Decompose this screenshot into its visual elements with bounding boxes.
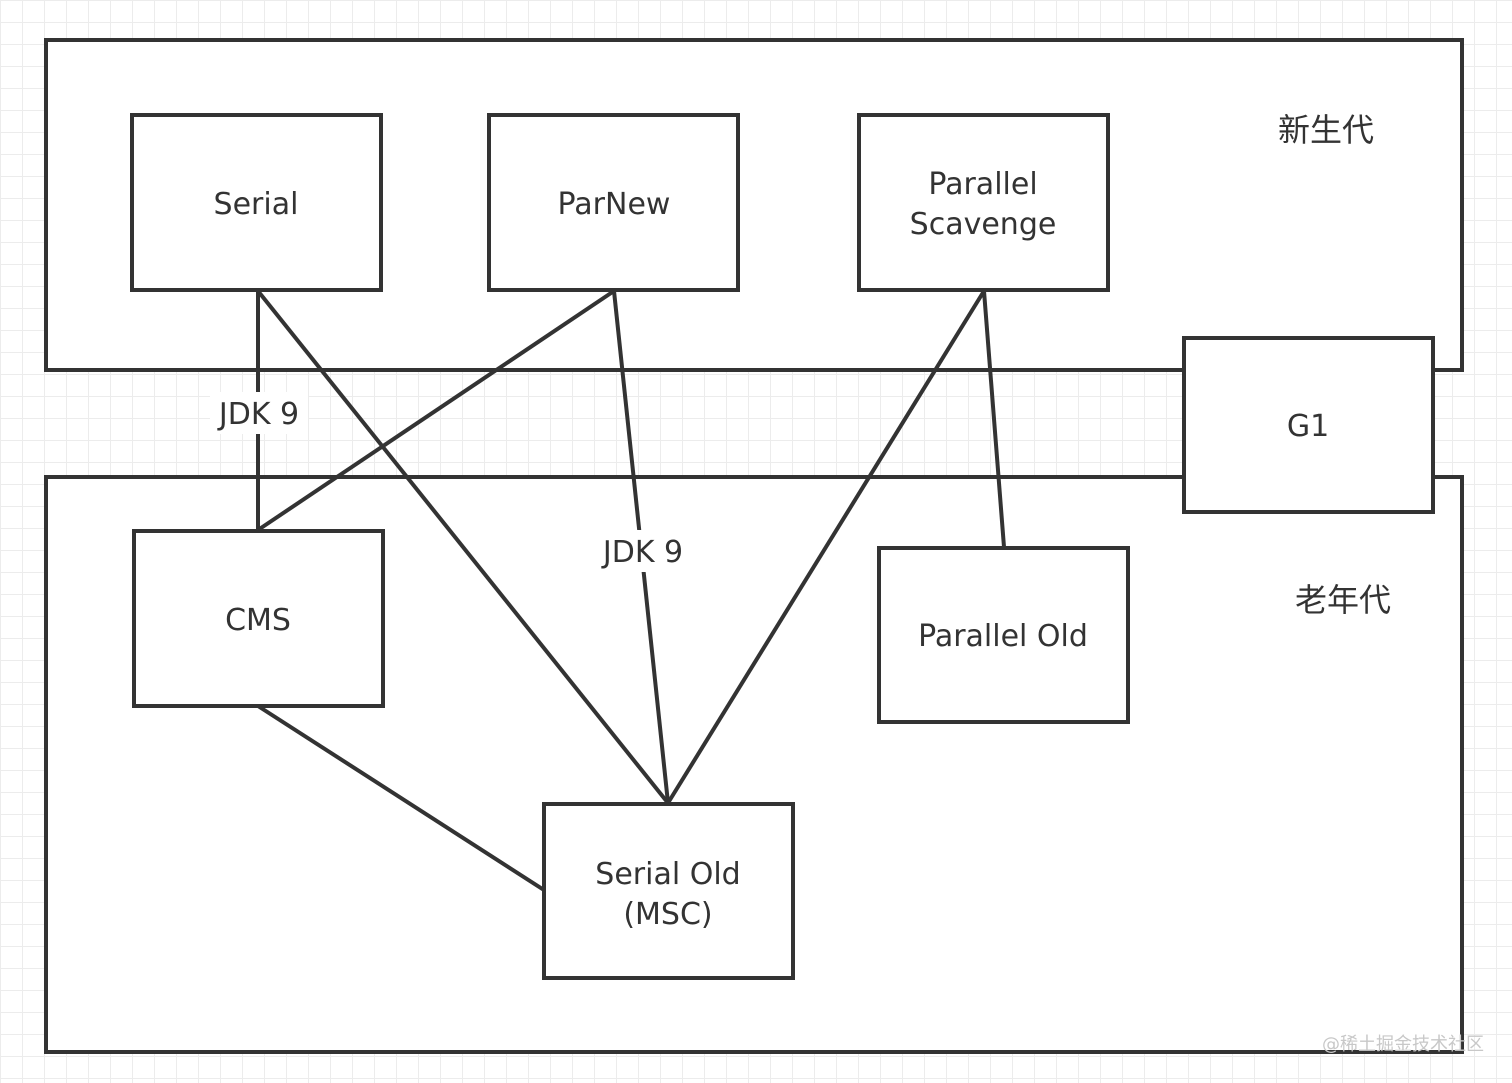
node-parnew: ParNew: [487, 113, 740, 292]
node-parnew-label: ParNew: [558, 187, 671, 222]
edge-parallel-scavenge-parallel-old: [982, 290, 1006, 548]
node-parallel-scavenge: Parallel Scavenge: [857, 113, 1110, 292]
node-cms: CMS: [132, 529, 385, 708]
edge-label-parnew-serial-old: JDK 9: [601, 535, 683, 570]
old-generation-label: 老年代: [1295, 581, 1391, 619]
node-g1-label: G1: [1287, 409, 1329, 444]
edge-serial-serial-old: [256, 289, 670, 805]
node-serial-old: Serial Old (MSC): [542, 802, 795, 980]
node-parallel-scavenge-label-line2: Scavenge: [910, 207, 1057, 242]
edge-parallel-scavenge-serial-old: [666, 289, 986, 805]
young-generation-label: 新生代: [1278, 111, 1374, 149]
node-parallel-old: Parallel Old: [877, 546, 1130, 724]
node-serial-old-label-line2: (MSC): [623, 897, 712, 932]
edges: [256, 289, 1006, 892]
edge-parnew-cms: [256, 289, 616, 532]
watermark: @稀土掘金技术社区: [1322, 1034, 1484, 1055]
edge-label-bg: [210, 392, 308, 434]
node-serial-old-label-line1: Serial Old: [595, 857, 740, 892]
edge-cms-serial-old: [256, 704, 546, 892]
node-g1: G1: [1182, 336, 1435, 514]
node-serial-label: Serial: [214, 187, 299, 222]
node-parallel-old-label: Parallel Old: [918, 619, 1088, 654]
node-cms-label: CMS: [225, 603, 291, 638]
node-parallel-scavenge-label-line1: Parallel: [928, 167, 1037, 202]
edge-label-bg: [594, 530, 692, 572]
node-serial: Serial: [130, 113, 383, 292]
edge-label-serial-cms: JDK 9: [217, 397, 299, 432]
